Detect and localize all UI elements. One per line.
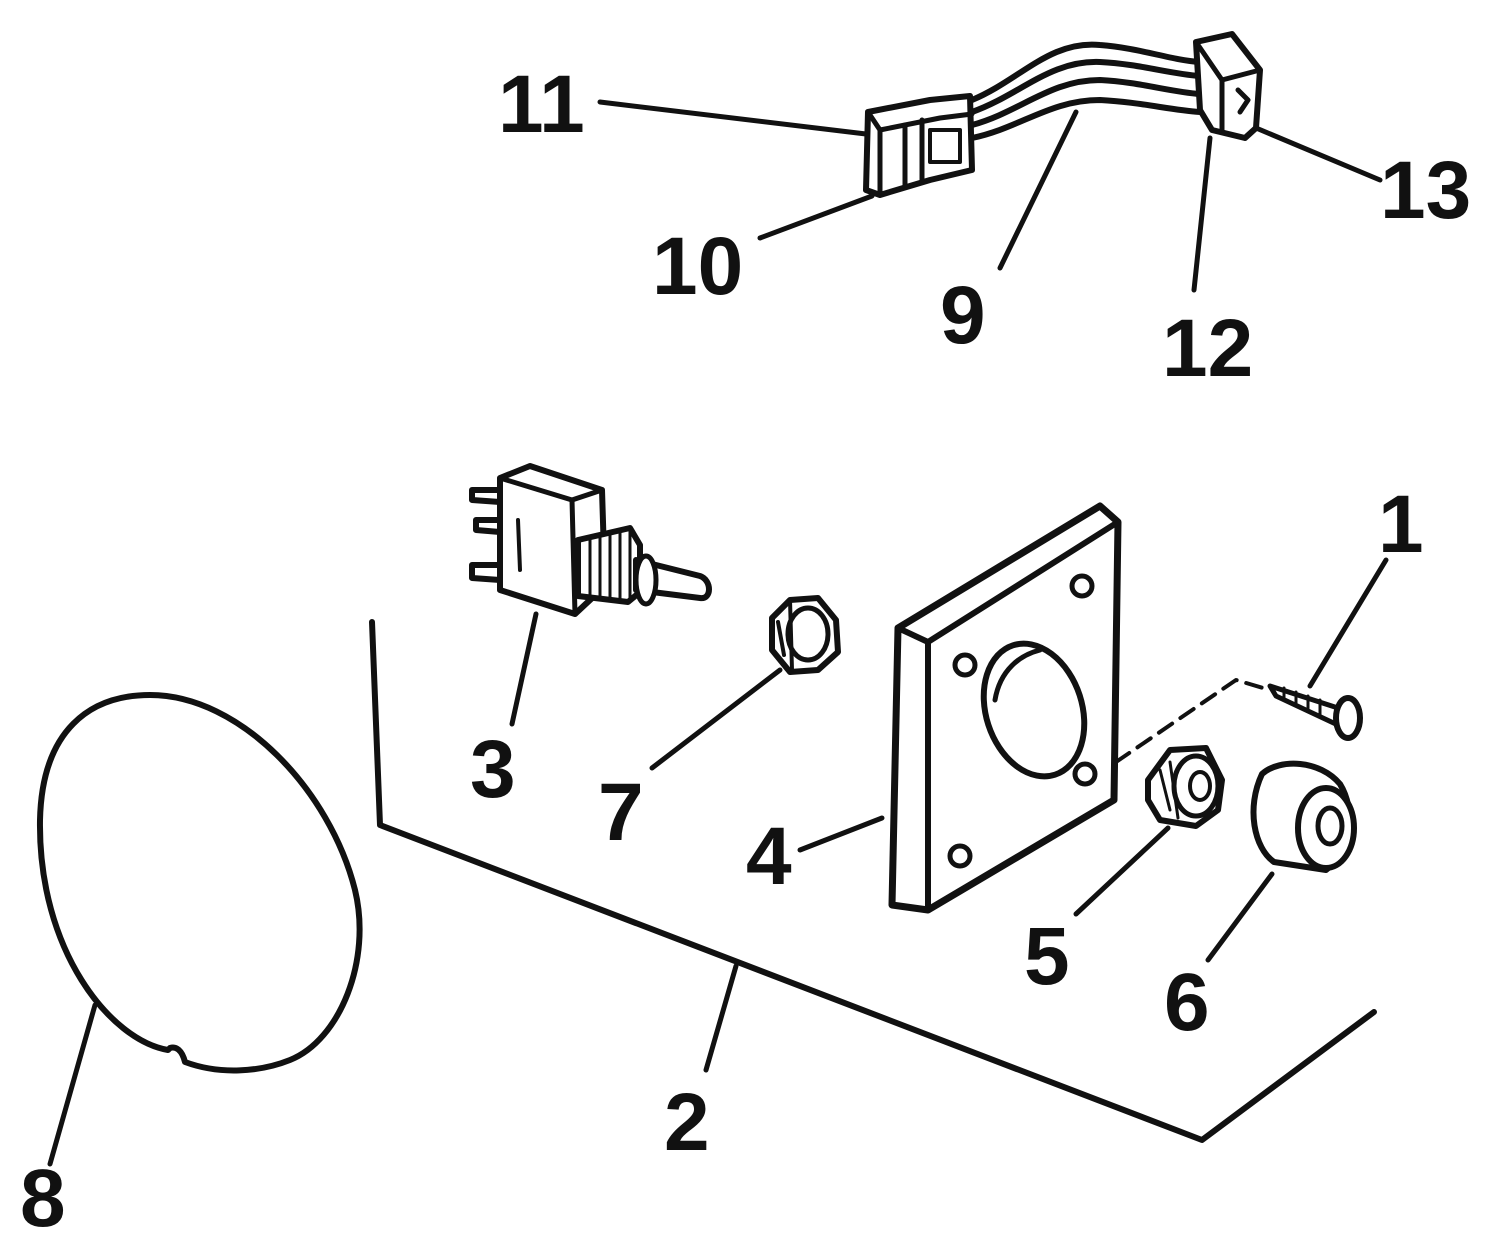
callout-8: 8 [20,1153,66,1242]
callout-10: 10 [652,221,743,312]
leader-line-5 [1073,825,1171,917]
callout-13: 13 [1380,145,1471,236]
leader-line-6 [1205,871,1275,963]
callout-12: 12 [1162,303,1253,394]
boot-cap [1250,760,1357,873]
leader-line-2 [703,963,739,1073]
leader-line-1 [1307,557,1389,689]
callout-5: 5 [1024,911,1070,1002]
callout-7: 7 [598,767,644,858]
leader-line-7 [649,667,783,771]
bushing-nut [1145,745,1225,829]
screw [1267,683,1363,741]
panel-outline [369,619,1377,1143]
callout-6: 6 [1164,957,1210,1048]
assembly-line [1114,678,1272,764]
leader-line-3 [509,611,539,727]
callout-labels: 11 10 9 12 13 1 3 7 4 5 6 2 8 [20,59,1471,1242]
callout-2: 2 [664,1077,710,1168]
leader-lines-harness [597,99,1383,293]
callout-3: 3 [470,724,516,815]
callout-11: 11 [498,59,585,150]
connector-left [863,93,975,198]
mounting-plate [888,502,1122,914]
toggle-switch [469,463,712,617]
hex-nut [769,595,841,675]
callout-1: 1 [1378,479,1424,570]
leader-line-4 [797,815,885,853]
callout-9: 9 [940,270,986,361]
wire-harness [969,41,1203,141]
connector-right [1193,31,1263,141]
gasket-disc [36,692,363,1074]
leader-line-8 [47,1002,98,1167]
callout-4: 4 [746,811,792,902]
